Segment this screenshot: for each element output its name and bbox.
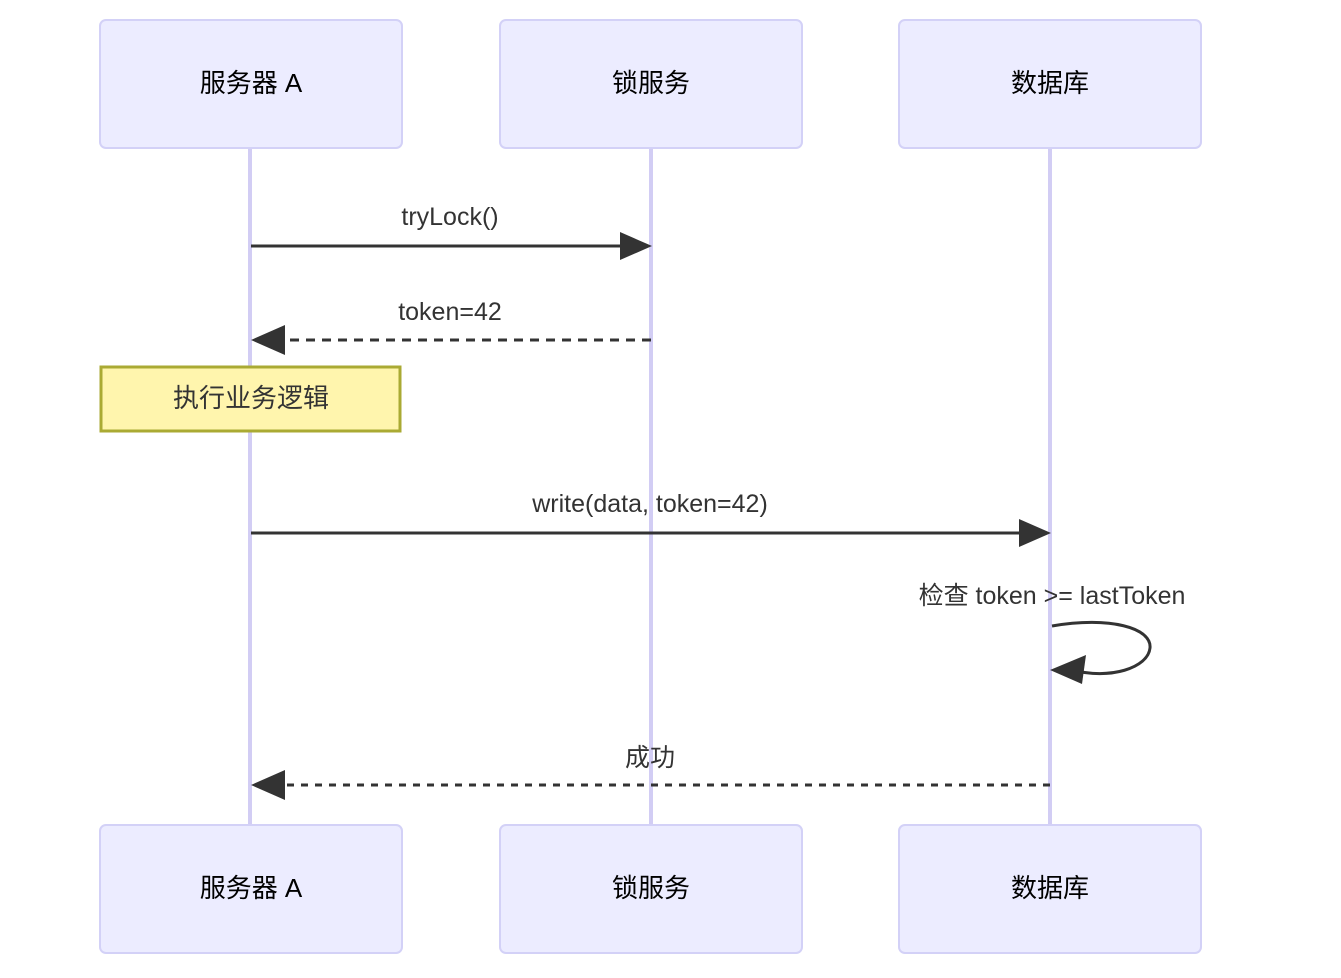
participant-box-database-bottom[interactable]: 数据库 [898,824,1202,954]
message-success-return[interactable]: 成功 [251,744,1050,800]
top-participant-boxes: 服务器 A 锁服务 数据库 [99,19,1202,149]
participant-label-lock-service-bottom: 锁服务 [612,873,690,903]
note-business-logic[interactable]: 执行业务逻辑 [99,365,402,433]
participant-box-database-top[interactable]: 数据库 [898,19,1202,149]
participant-box-rect [99,824,403,954]
arrow-head-right-icon [1019,519,1051,547]
message-token-return[interactable]: token=42 [251,298,651,355]
participant-box-rect [99,19,403,149]
message-write[interactable]: write(data, token=42) [251,490,1051,547]
message-self-loop-path [1051,620,1152,675]
participant-label-server-a-top: 服务器 A [200,68,303,98]
bottom-participant-boxes: 服务器 A 锁服务 数据库 [99,824,1202,954]
arrow-head-right-icon [620,232,652,260]
participant-label-server-a-bottom: 服务器 A [200,873,303,903]
participant-box-server-a-bottom[interactable]: 服务器 A [99,824,403,954]
message-label-self-check: 检查 token >= lastToken [919,582,1186,610]
participant-box-rect [499,824,803,954]
arrow-head-left-icon [251,770,285,800]
note-label-business-logic: 执行业务逻辑 [173,383,329,413]
message-label-write: write(data, token=42) [531,490,768,518]
participant-label-lock-service-top: 锁服务 [612,68,690,98]
participant-box-rect [499,19,803,149]
message-trylock[interactable]: tryLock() [251,203,652,260]
participant-box-rect [898,824,1202,954]
lifelines-group [248,148,1052,825]
participant-box-lock-service-bottom[interactable]: 锁服务 [499,824,803,954]
arrow-head-left-icon [251,325,285,355]
message-label-success-return: 成功 [625,744,675,772]
participant-label-database-top: 数据库 [1011,68,1089,98]
participant-box-lock-service-top[interactable]: 锁服务 [499,19,803,149]
message-self-check[interactable]: 检查 token >= lastToken [919,582,1186,684]
participant-box-rect [898,19,1202,149]
arrow-head-left-icon [1050,655,1086,684]
participant-label-database-bottom: 数据库 [1011,873,1089,903]
participant-box-server-a-top[interactable]: 服务器 A [99,19,403,149]
note-rect [99,365,402,433]
message-label-token-return: token=42 [398,298,502,326]
message-label-trylock: tryLock() [401,203,498,231]
